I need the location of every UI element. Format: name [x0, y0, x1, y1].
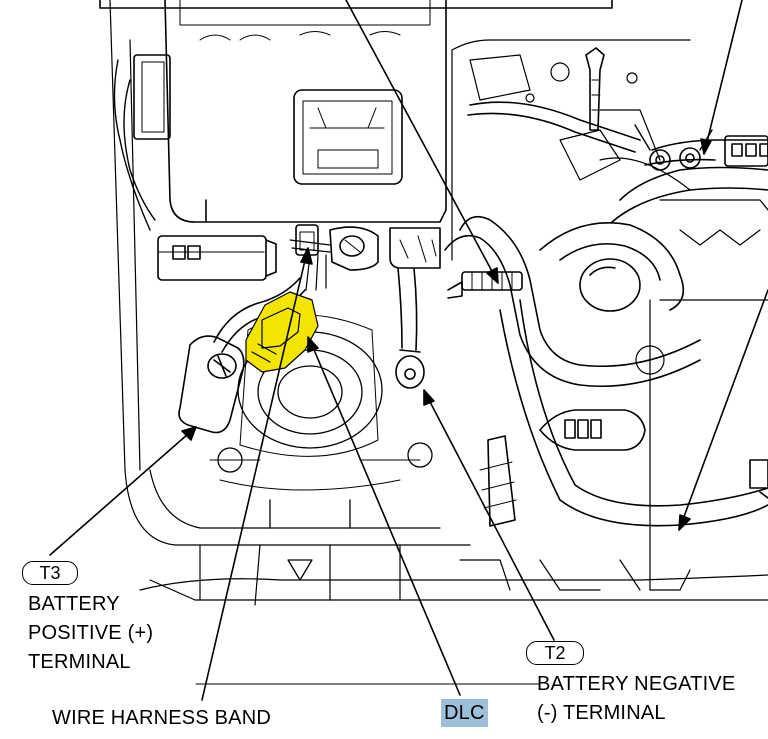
callout-tag-t2: T2: [526, 641, 584, 665]
background-panel: [109, 0, 768, 606]
dlc-label: DLC: [441, 699, 488, 727]
ground-terminals: [634, 124, 713, 171]
battery-positive-label-line1: BATTERY: [28, 593, 120, 615]
battery-positive-label-line3: TERMINAL: [28, 651, 131, 673]
leader-lines: [49, 0, 768, 701]
battery-positive-label-line2: POSITIVE (+): [28, 622, 154, 644]
callout-tag-t3: T3: [22, 561, 78, 585]
left-relay-connector: [113, 54, 277, 281]
right-connectors: [447, 47, 768, 527]
main-harness: [444, 101, 768, 527]
fuse-box: [164, 0, 447, 223]
battery-negative-terminal: [389, 227, 441, 389]
battery-negative-label-line1: BATTERY NEGATIVE: [537, 673, 736, 695]
dlc-connector: [245, 291, 319, 373]
wire-harness-band-label: WIRE HARNESS BAND: [52, 707, 271, 729]
battery-negative-label-line2: (-) TERMINAL: [537, 702, 666, 724]
top-callout-box: [99, 0, 613, 9]
